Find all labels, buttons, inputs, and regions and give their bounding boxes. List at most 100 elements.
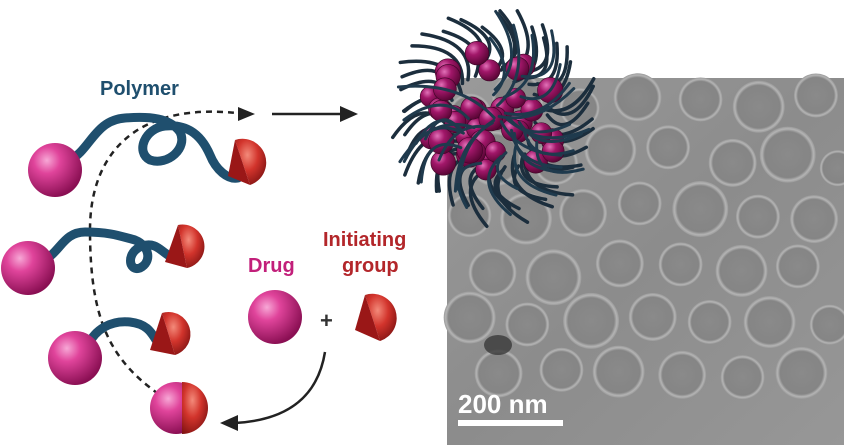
polymer-chain bbox=[65, 112, 243, 183]
micelle-drug-sphere bbox=[485, 141, 506, 163]
initiating-group-label-line2: group bbox=[342, 255, 399, 277]
tem-particle bbox=[678, 77, 723, 122]
tem-particle bbox=[539, 347, 584, 392]
tem-particle bbox=[563, 292, 620, 349]
tem-particle bbox=[775, 346, 828, 399]
initiating-group bbox=[182, 382, 208, 434]
conjugate-short-polymer bbox=[48, 312, 191, 385]
micelle-drug-sphere bbox=[430, 150, 456, 176]
micelle-polymer-chain bbox=[402, 103, 470, 122]
micelle-polymer-chain bbox=[453, 121, 494, 193]
micelle-polymer-chain bbox=[499, 120, 563, 157]
dashed-arrow-head bbox=[238, 107, 255, 121]
tem-particle bbox=[525, 249, 582, 306]
micelle bbox=[391, 9, 596, 228]
drug-sphere bbox=[1, 241, 55, 295]
tem-particle bbox=[775, 244, 820, 289]
tem-particle bbox=[687, 299, 732, 344]
micelle-polymer-chain bbox=[527, 41, 559, 87]
initiating-group-label-line1: Initiating bbox=[323, 229, 406, 251]
tem-particle bbox=[735, 194, 780, 239]
tem-particle bbox=[720, 355, 765, 400]
dashed-cycle-path bbox=[88, 110, 246, 397]
micelle-polymer-chain bbox=[402, 126, 465, 164]
micelle-polymer-chain bbox=[545, 101, 590, 127]
arrow-to-conjugate-head bbox=[220, 415, 238, 431]
micelle-polymer-chain bbox=[545, 84, 595, 116]
micelle-polymer-chain bbox=[410, 44, 465, 86]
drug-sphere bbox=[28, 143, 82, 197]
tem-particle bbox=[646, 125, 691, 170]
micelle-polymer-chain bbox=[497, 87, 576, 120]
initiating-group bbox=[165, 224, 205, 268]
micelle-polymer-chain bbox=[517, 120, 583, 143]
tem-particle bbox=[708, 138, 757, 187]
tem-particle bbox=[617, 181, 662, 226]
tem-particle bbox=[595, 239, 644, 288]
drug-sphere bbox=[48, 331, 102, 385]
tem-artifact bbox=[484, 335, 512, 355]
tem-particle bbox=[584, 123, 637, 176]
tem-particle bbox=[743, 296, 796, 349]
micelle-polymer-chain bbox=[510, 153, 554, 209]
polymer-chain bbox=[83, 317, 161, 350]
polymer-chain bbox=[35, 227, 173, 273]
micelle-drug-sphere bbox=[430, 99, 453, 122]
arrow-to-micelle-head bbox=[340, 106, 358, 122]
micelle-polymer-chain bbox=[420, 32, 471, 82]
micelle-polymer-chain bbox=[503, 81, 571, 116]
tem-particle bbox=[447, 193, 492, 238]
micelle-polymer-overlay bbox=[396, 9, 591, 217]
micelle-polymer-chain bbox=[396, 84, 496, 120]
initiating-group bbox=[228, 138, 267, 185]
tem-particle bbox=[793, 73, 838, 118]
tem-particle bbox=[732, 80, 785, 133]
micelle-polymer-chain bbox=[488, 36, 506, 97]
tem-particle bbox=[658, 350, 707, 399]
micelle-polymer-chain bbox=[519, 63, 562, 101]
micelle-polymer-chain bbox=[437, 124, 486, 162]
tem-particle bbox=[809, 304, 844, 345]
drug-legend-sphere bbox=[248, 290, 302, 344]
conjugate-long-polymer bbox=[28, 112, 267, 197]
micelle-polymer-chain bbox=[519, 154, 559, 189]
micelle-polymer-chain bbox=[513, 143, 558, 197]
micelle-polymer-chain bbox=[505, 117, 572, 134]
micelle-polymer-chain bbox=[502, 33, 535, 99]
tem-particle bbox=[559, 188, 608, 237]
tem-particle bbox=[468, 248, 517, 297]
tem-particle bbox=[658, 242, 703, 287]
drug-label: Drug bbox=[248, 255, 295, 277]
polymer-label: Polymer bbox=[100, 78, 179, 100]
micelle-polymer-chain bbox=[487, 155, 512, 217]
micelle-drug-sphere bbox=[464, 41, 490, 66]
initiating-group bbox=[150, 312, 191, 355]
plus-sign: + bbox=[320, 308, 333, 333]
micelle-drug-sphere bbox=[478, 59, 501, 82]
micelle-polymer-chain bbox=[419, 142, 463, 184]
tem-particle bbox=[474, 349, 523, 398]
tem-particle bbox=[613, 73, 662, 122]
tem-particle bbox=[443, 291, 496, 344]
micelle-polymer-chain bbox=[495, 151, 519, 191]
tem-particle bbox=[715, 244, 768, 297]
tem-particle bbox=[759, 126, 816, 183]
tem-particle bbox=[819, 150, 844, 187]
tem-particle bbox=[592, 345, 645, 398]
scale-bar bbox=[458, 420, 563, 426]
micelle-drug-sphere bbox=[541, 139, 565, 163]
micelle-polymer-chain bbox=[510, 128, 563, 169]
micelle-polymer-chain bbox=[535, 140, 585, 174]
scale-bar-label: 200 nm bbox=[458, 389, 548, 419]
initiating-group-legend bbox=[355, 293, 397, 341]
tem-micrograph: 200 nm bbox=[443, 72, 844, 445]
tem-particle bbox=[628, 292, 677, 341]
tem-particle bbox=[505, 302, 550, 347]
micelle-drug-sphere bbox=[478, 106, 503, 132]
conjugate-medium-polymer bbox=[1, 224, 205, 295]
tem-particle bbox=[672, 180, 729, 237]
drug-initiator-conjugate bbox=[150, 382, 208, 434]
arrow-to-conjugate bbox=[234, 351, 327, 425]
tem-particles bbox=[443, 72, 844, 400]
